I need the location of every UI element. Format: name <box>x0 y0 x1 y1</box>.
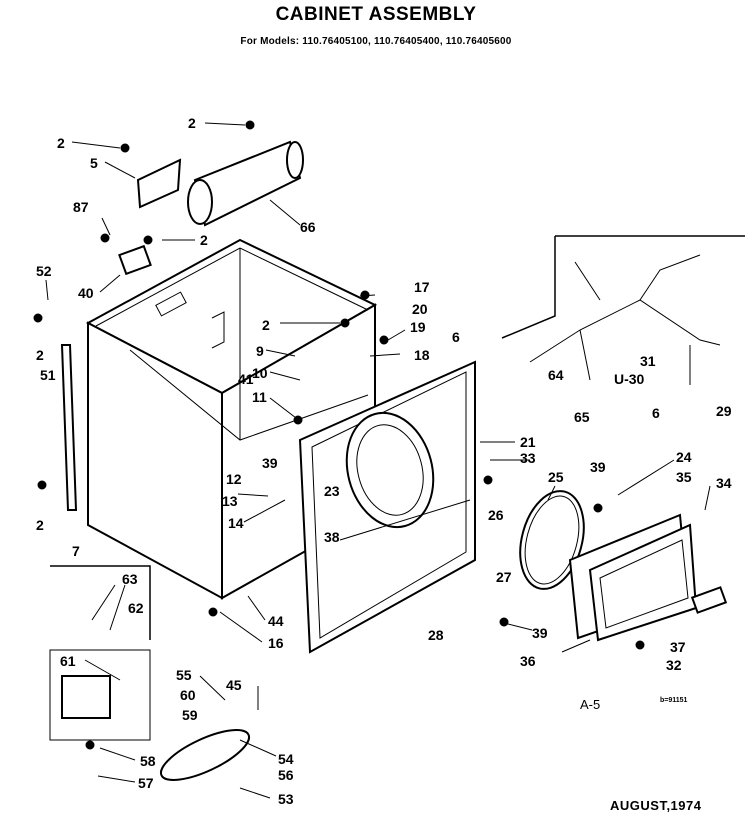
drive-belt-part <box>159 729 251 781</box>
reference-code: b=91151 <box>660 697 688 704</box>
exhaust-duct <box>187 140 304 227</box>
part-label: 55 <box>176 667 192 683</box>
part-label: 27 <box>496 569 512 585</box>
part-label: 33 <box>520 450 536 466</box>
motor-box-outline <box>49 649 151 741</box>
part-label: 16 <box>268 635 284 651</box>
part-label: 38 <box>324 529 340 545</box>
fasteners <box>33 120 645 750</box>
part-label: 13 <box>222 493 238 509</box>
part-label: 5 <box>90 155 98 171</box>
part-label: 66 <box>300 219 316 235</box>
part-label: 18 <box>414 347 430 363</box>
side-strip-part <box>60 344 78 511</box>
diagram-title: CABINET ASSEMBLY <box>275 4 477 25</box>
part-label: 12 <box>226 471 242 487</box>
door-gasket-part <box>519 490 585 590</box>
part-label: 26 <box>488 507 504 523</box>
part-label: 2 <box>57 135 65 151</box>
part-label: 24 <box>676 449 692 465</box>
part-label: 6 <box>452 329 460 345</box>
part-label: 6 <box>652 405 660 421</box>
part-label: 56 <box>278 767 294 783</box>
part-label: 25 <box>548 469 564 485</box>
part-label: 29 <box>716 403 732 419</box>
part-label: 10 <box>252 365 268 381</box>
part-label: 40 <box>78 285 94 301</box>
part-label: 65 <box>574 409 590 425</box>
part-label: 34 <box>716 475 732 491</box>
part-label: 39 <box>532 625 548 641</box>
part-label: 23 <box>324 483 340 499</box>
front-panel <box>298 360 476 654</box>
part-label: 63 <box>122 571 138 587</box>
part-label: 32 <box>666 657 682 673</box>
part-label: 2 <box>36 517 44 533</box>
part-label: 9 <box>256 343 264 359</box>
part-label: 44 <box>268 613 284 629</box>
part-label: 20 <box>412 301 428 317</box>
wire-harness <box>501 235 745 385</box>
part-label: 19 <box>410 319 426 335</box>
part-label: 59 <box>182 707 198 723</box>
part-label: 54 <box>278 751 294 767</box>
part-label: 7 <box>72 543 80 559</box>
part-label: U-30 <box>614 371 645 387</box>
part-label: 60 <box>180 687 196 703</box>
part-label: 45 <box>226 677 242 693</box>
part-label: 64 <box>548 367 564 383</box>
part-label: 2 <box>200 232 208 248</box>
part-label: 41 <box>238 371 254 387</box>
part-label: 31 <box>640 353 656 369</box>
part-label: 87 <box>73 199 89 215</box>
part-label: 2 <box>36 347 44 363</box>
part-label: 39 <box>590 459 606 475</box>
part-label: 58 <box>140 753 156 769</box>
part-label: 2 <box>262 317 270 333</box>
door-assembly <box>568 513 728 642</box>
bracket-part <box>136 158 182 209</box>
part-label: 52 <box>36 263 52 279</box>
part-label: 62 <box>128 600 144 616</box>
part-label: 14 <box>228 515 244 531</box>
part-labels: 2 2 5 66 87 2 40 52 2 51 41 17 20 2 19 6… <box>36 115 732 807</box>
publication-date: AUGUST,1974 <box>610 798 702 813</box>
part-label: 36 <box>520 653 536 669</box>
part-label: 35 <box>676 469 692 485</box>
part-label: 51 <box>40 367 56 383</box>
part-label: 61 <box>60 653 76 669</box>
part-label: 57 <box>138 775 154 791</box>
part-label: 53 <box>278 791 294 807</box>
page-code: A-5 <box>580 697 601 712</box>
part-label: 37 <box>670 639 686 655</box>
cabinet-body <box>85 238 378 600</box>
part-label: 2 <box>188 115 196 131</box>
part-label: 11 <box>252 389 267 405</box>
part-label: 21 <box>520 434 536 450</box>
models-subtitle: For Models: 110.76405100, 110.76405400, … <box>240 36 512 47</box>
terminal-block-part <box>118 244 152 276</box>
part-label: 17 <box>414 279 430 295</box>
part-label: 28 <box>428 627 444 643</box>
part-label: 39 <box>262 455 278 471</box>
